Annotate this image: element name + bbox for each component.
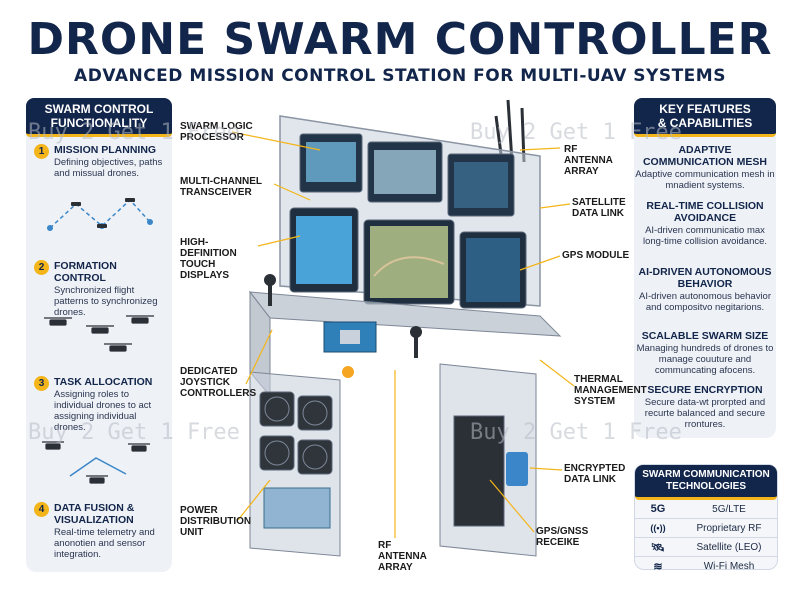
feature-title: AI-DRIVEN AUTONOMOUS BEHAVIOR: [638, 266, 772, 290]
swarm-control-heading-line1: SWARM CONTROL: [44, 102, 154, 116]
callout-multi-channel-transceiver: MULTI-CHANNEL TRANSCEIVER: [180, 176, 262, 198]
feature-description: Secure data-wt prorpted and recurte bala…: [644, 397, 766, 430]
radio-icon: ((•)): [650, 523, 666, 533]
callout-power-distribution-unit: POWER DISTRIBUTION UNIT: [180, 505, 252, 538]
step-description: Synchronized flight patterns to synchron…: [54, 285, 158, 318]
feature-item: AI-DRIVEN AUTONOMOUS BEHAVIOR AI-driven …: [634, 266, 776, 313]
key-features-panel: KEY FEATURES & CAPABILITIES ADAPTIVE COM…: [634, 98, 776, 438]
comm-tech-label: Satellite (LEO): [696, 541, 762, 553]
formation-drones-illustration: [44, 315, 154, 352]
feature-item: SCALABLE SWARM SIZE Managing hundreds of…: [634, 330, 776, 376]
feature-title: SCALABLE SWARM SIZE: [641, 330, 769, 342]
joystick-icon: [264, 274, 422, 358]
feature-title: ADAPTIVE COMMUNICATION MESH: [642, 144, 768, 168]
callout-hd-touch-displays: HIGH-DEFINITION TOUCH DISPLAYS: [180, 237, 237, 281]
swarm-control-panel: SWARM CONTROL FUNCTIONALITY 1 MISSION PL…: [26, 98, 172, 572]
map-display: [370, 226, 448, 298]
feature-description: AI-driven autonomous behavior and compos…: [638, 291, 772, 313]
key-features-heading: KEY FEATURES & CAPABILITIES: [634, 98, 776, 137]
comm-tech-row: ((•)) Proprietary RF: [635, 519, 777, 538]
step-mission-planning: 1 MISSION PLANNING Defining objectives, …: [34, 144, 166, 179]
wifi-icon: ≋: [653, 560, 663, 573]
watermark: Buy 2 Get 1 Free: [470, 420, 682, 445]
encrypted-data-link-module: [506, 452, 528, 486]
callout-encrypted-data-link: ENCRYPTED DATA LINK: [564, 463, 626, 485]
comm-tech-heading-line2: TECHNOLOGIES: [665, 481, 746, 492]
callout-joystick-controllers: DEDICATED JOYSTICK CONTROLLERS: [180, 366, 257, 399]
step-title: DATA FUSION & VISUALIZATION: [54, 502, 135, 526]
callout-swarm-logic-processor: SWARM LOGIC PROCESSOR: [180, 121, 253, 143]
swarm-control-heading-line2: FUNCTIONALITY: [50, 116, 148, 130]
controller-console-illustration: [248, 99, 562, 557]
step-description: Real-time telemetry and anonotien and se…: [54, 527, 155, 560]
step-title: MISSION PLANNING: [54, 144, 157, 156]
5g-icon: 5G: [650, 503, 666, 515]
power-distribution-unit: [263, 487, 331, 529]
feature-title: SECURE ENCRYPTION: [647, 384, 763, 396]
drone-icon: [71, 198, 135, 228]
drone-icon: [44, 315, 154, 352]
watermark: Buy 2 Get 1 Free: [470, 120, 682, 145]
comm-tech-heading-line1: SWARM COMMUNICATION: [642, 469, 770, 480]
step-data-fusion: 4 DATA FUSION & VISUALIZATION Real-time …: [34, 502, 166, 560]
watermark: Buy 2 Get 1 Free: [28, 120, 240, 145]
key-features-heading-line2: & CAPABILITIES: [657, 116, 753, 130]
callout-gps-module: GPS MODULE: [562, 250, 630, 261]
comm-tech-label: 5G/LTE: [712, 503, 746, 515]
step-number: 4: [34, 502, 49, 517]
step-number: 3: [34, 376, 49, 391]
step-title: TASK ALLOCATION: [54, 376, 153, 388]
comm-tech-row: ≋ Wi-Fi Mesh: [635, 557, 777, 575]
page-subtitle: ADVANCED MISSION CONTROL STATION FOR MUL…: [74, 66, 726, 86]
mission-path-illustration: [47, 198, 153, 231]
feature-item: SECURE ENCRYPTION Secure data-wt prorpte…: [634, 384, 776, 430]
step-number: 2: [34, 260, 49, 275]
swarm-control-heading: SWARM CONTROL FUNCTIONALITY: [26, 98, 172, 137]
feature-description: Managing hundreds of drones to manage co…: [636, 343, 774, 376]
step-formation-control: 2 FORMATION CONTROL Synchronized flight …: [34, 260, 166, 318]
watermark: Buy 2 Get 1 Free: [28, 420, 240, 445]
step-number: 1: [34, 144, 49, 159]
callout-gps-gnss-receiver: GPS/GNSS RECEIКE: [536, 526, 589, 548]
comm-tech-label: Wi-Fi Mesh: [703, 560, 755, 572]
callout-satellite-data-link: SATELLITE DATA LINK: [572, 197, 626, 219]
feature-description: Adaptive communication mesh in mnadient …: [635, 169, 775, 191]
satellite-icon: 🛰: [651, 541, 665, 554]
comm-tech-row: 5G 5G/LTE: [635, 500, 777, 519]
step-task-allocation: 3 TASK ALLOCATION Assigning roles to ind…: [34, 376, 166, 433]
feature-item: ADAPTIVE COMMUNICATION MESH Adaptive com…: [634, 144, 776, 191]
feature-item: REAL-TIME COLLISION AVOIDANCE AI-driven …: [634, 200, 776, 247]
callout-thermal-management-system: THERMAL MANAGEMENT SYSTEM: [574, 374, 647, 407]
drone-icon: [42, 441, 150, 484]
key-features-heading-line1: KEY FEATURES: [659, 102, 751, 116]
step-description: Assigning roles to individual drones to …: [54, 389, 152, 433]
page-title: DRONE SWARM CONTROLLER: [27, 14, 773, 65]
callout-rf-antenna-array-bottom: RF ANTENNA ARRAY: [378, 540, 427, 573]
step-title: FORMATION CONTROL: [54, 260, 117, 284]
feature-title: REAL-TIME COLLISION AVOIDANCE: [646, 200, 764, 224]
comm-tech-heading: SWARM COMMUNICATION TECHNOLOGIES: [635, 465, 777, 500]
comm-tech-panel: SWARM COMMUNICATION TECHNOLOGIES 5G 5G/L…: [634, 464, 778, 573]
callout-rf-antenna-array-top: RF ANTENNA ARRAY: [564, 144, 613, 177]
step-description: Defining objectives, paths and missual d…: [54, 157, 163, 179]
feature-description: AI-driven communicatio max long-time col…: [642, 225, 768, 247]
comm-tech-row: 🛰 Satellite (LEO): [635, 538, 777, 557]
task-allocation-illustration: [42, 441, 150, 484]
comm-tech-label: Proprietary RF: [696, 522, 762, 534]
